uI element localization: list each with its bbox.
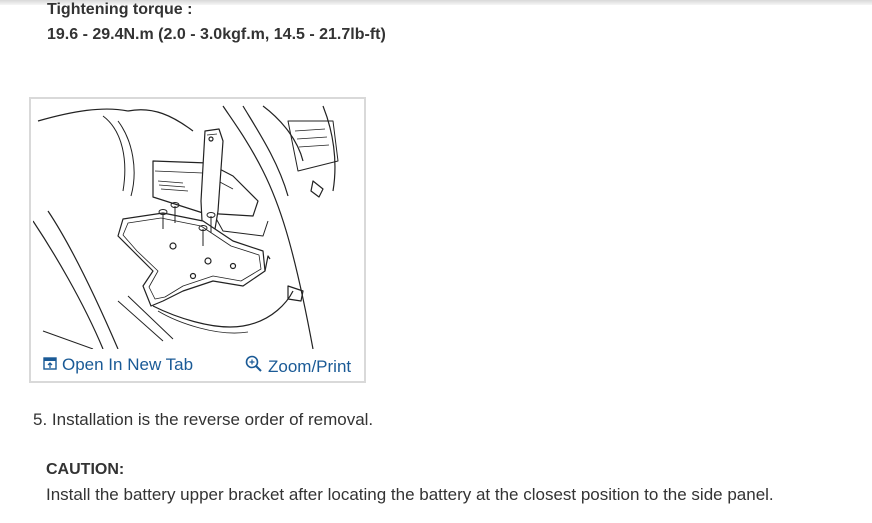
figure-links: Open In New Tab Zoom/Print bbox=[31, 351, 364, 381]
zoom-print-label: Zoom/Print bbox=[268, 356, 352, 376]
open-in-new-tab-label: Open In New Tab bbox=[62, 355, 194, 374]
zoom-print-link[interactable]: Zoom/Print bbox=[245, 355, 351, 378]
caution-title: CAUTION: bbox=[46, 461, 125, 478]
figure-frame: Open In New Tab Zoom/Print bbox=[29, 97, 366, 383]
torque-value: 19.6 - 29.4N.m (2.0 - 3.0kgf.m, 14.5 - 2… bbox=[47, 26, 386, 43]
torque-label: Tightening torque : bbox=[47, 1, 193, 18]
top-divider bbox=[0, 0, 872, 5]
battery-bracket-illustration[interactable] bbox=[33, 101, 362, 349]
step-5-text: 5. Installation is the reverse order of … bbox=[33, 410, 374, 429]
zoom-icon bbox=[245, 355, 263, 378]
caution-text: Install the battery upper bracket after … bbox=[46, 485, 774, 504]
open-in-new-tab-link[interactable]: Open In New Tab bbox=[43, 355, 193, 375]
open-new-tab-icon bbox=[43, 355, 57, 375]
